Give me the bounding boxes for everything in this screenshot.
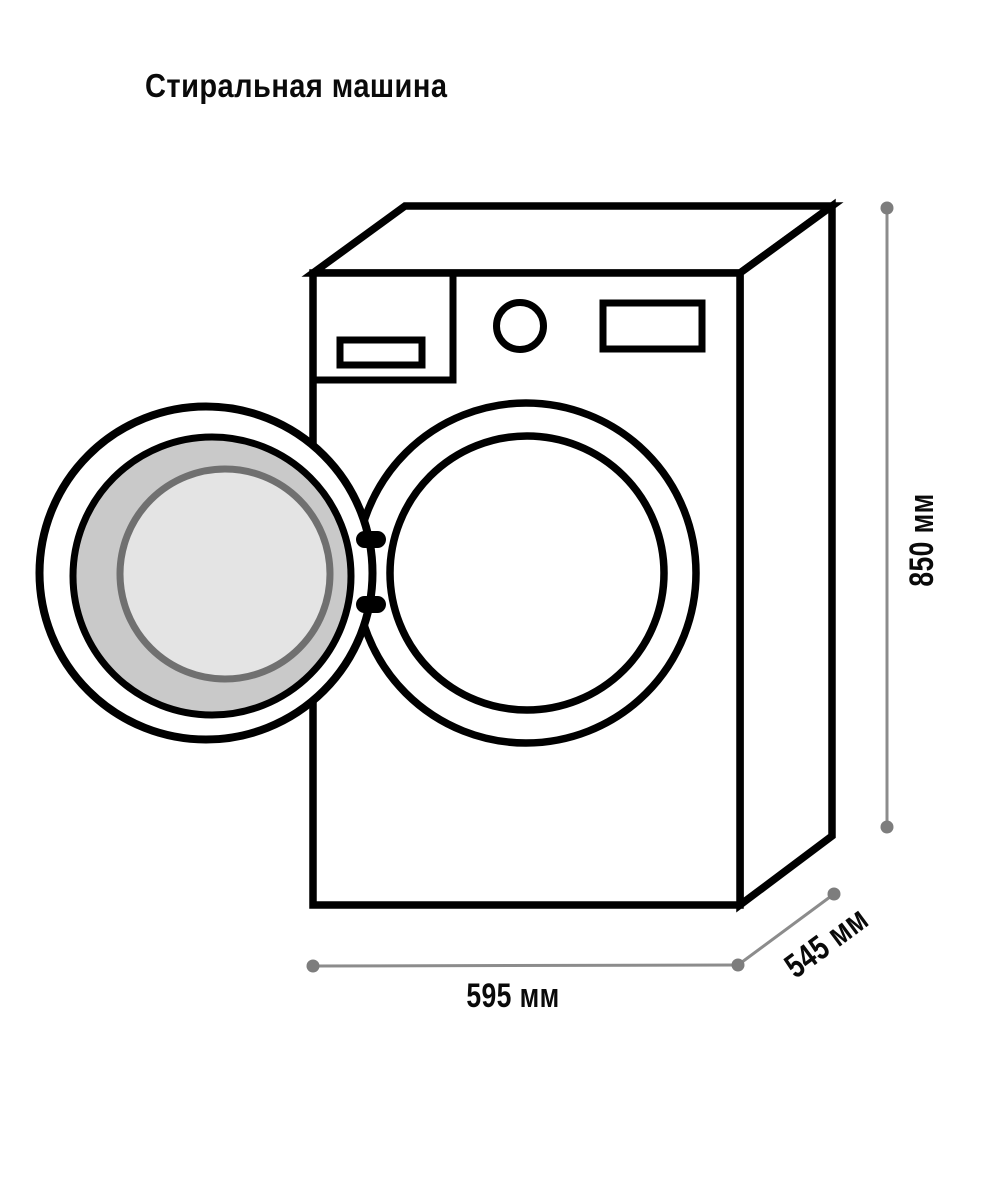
program-knob — [493, 299, 547, 353]
door-glass — [116, 465, 334, 683]
depth-dimension-line — [736, 892, 836, 967]
depth-dimension-dot-top — [827, 887, 841, 901]
porthole-inner-ring — [386, 432, 668, 714]
depth-dimension: 545 мм — [731, 887, 875, 986]
door-hinge-top — [356, 531, 386, 548]
drum-opening — [352, 399, 700, 747]
width-dimension-label: 595 мм — [466, 977, 559, 1015]
page-title: Стиральная машина — [145, 67, 448, 104]
width-dimension-dot-left — [306, 959, 320, 973]
width-dimension-line — [311, 963, 740, 968]
depth-dimension-label: 545 мм — [778, 900, 875, 986]
display-window — [599, 299, 706, 353]
washer-control-panel — [309, 269, 706, 384]
height-dimension-label: 850 мм — [903, 493, 941, 586]
washer-door-open — [35, 402, 386, 744]
door-hinge-bottom — [356, 596, 386, 613]
height-dimension: 850 мм — [880, 201, 941, 834]
depth-dimension-dot-bottom — [731, 958, 745, 972]
height-dimension-dot-bottom — [880, 820, 894, 834]
detergent-drawer — [309, 269, 457, 384]
washer-side-face — [736, 198, 836, 913]
width-dimension: 595 мм — [306, 959, 740, 1015]
height-dimension-dot-top — [880, 201, 894, 215]
drawer-handle — [336, 336, 426, 369]
